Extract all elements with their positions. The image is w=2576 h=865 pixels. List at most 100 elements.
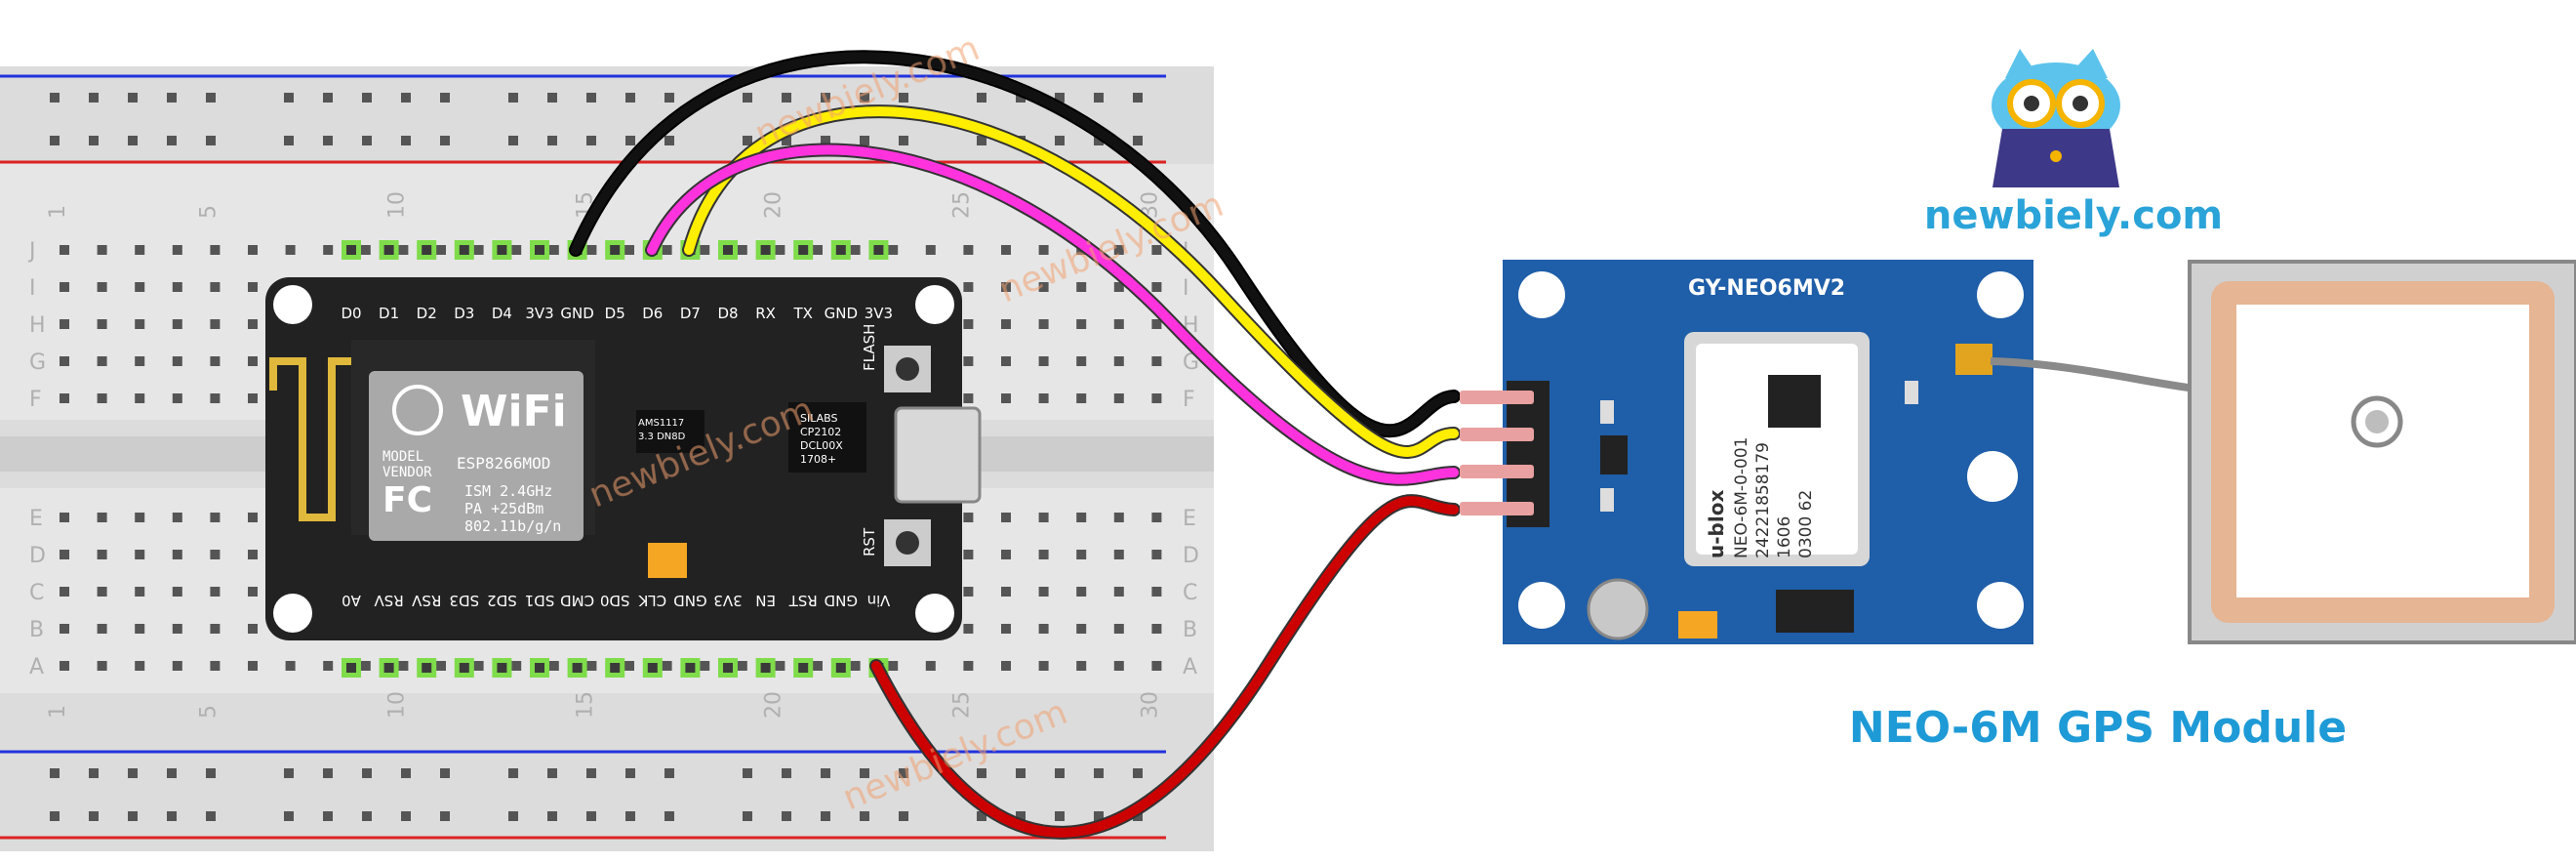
breadboard-hole xyxy=(1001,245,1011,255)
wires xyxy=(569,50,1461,840)
breadboard-hole xyxy=(1055,811,1065,821)
row-letter: I xyxy=(29,276,36,301)
breadboard-hole xyxy=(1113,393,1124,403)
breadboard-hole xyxy=(1113,319,1124,329)
breadboard-hole xyxy=(248,550,258,559)
row-letter: B xyxy=(1183,618,1197,642)
breadboard-hole xyxy=(210,624,221,634)
breadboard-hole xyxy=(248,245,258,255)
breadboard-hole xyxy=(172,319,182,329)
breadboard-hole xyxy=(1113,282,1124,292)
breadboard-hole xyxy=(401,136,411,145)
breadboard-hole xyxy=(206,93,216,103)
breadboard-hole xyxy=(128,93,138,103)
breadboard-hole xyxy=(1151,661,1162,671)
esp-pin-label: RX xyxy=(755,305,776,322)
breadboard-hole xyxy=(899,136,908,145)
breadboard-hole xyxy=(1038,550,1049,559)
breadboard-hole xyxy=(248,319,258,329)
breadboard-hole xyxy=(508,811,518,821)
breadboard-hole xyxy=(1038,245,1049,255)
breadboard-hole xyxy=(1016,811,1026,821)
battery xyxy=(1678,611,1717,638)
breadboard-hole xyxy=(210,319,221,329)
breadboard-hole xyxy=(821,136,830,145)
breadboard-hole xyxy=(1055,136,1065,145)
header-pin xyxy=(1460,502,1534,515)
breadboard-hole xyxy=(586,93,596,103)
breadboard-hole xyxy=(97,282,107,292)
esp-pin-label: D0 xyxy=(341,305,361,322)
row-letter: A xyxy=(29,655,44,680)
breadboard-hole xyxy=(440,93,450,103)
breadboard-hole xyxy=(360,245,371,255)
breadboard-hole xyxy=(813,245,823,255)
breadboard-hole xyxy=(210,661,221,671)
breadboard-hole xyxy=(963,319,974,329)
breadboard-hole xyxy=(963,624,974,634)
esp-pin-label: CLK xyxy=(637,592,666,609)
owl-laptop-icon xyxy=(1992,49,2120,187)
breadboard-hole xyxy=(135,550,145,559)
breadboard-hole xyxy=(172,587,182,597)
breadboard-hole xyxy=(1113,661,1124,671)
esp-pin-label: D2 xyxy=(417,305,437,322)
column-number: 10 xyxy=(384,691,409,719)
breadboard-hole xyxy=(625,136,635,145)
breadboard-hole xyxy=(1076,550,1087,559)
svg-text:24221858179: 24221858179 xyxy=(1753,442,1773,558)
esp-pin-label: D4 xyxy=(492,305,512,322)
breadboard-hole xyxy=(977,93,986,103)
breadboard-hole xyxy=(664,136,674,145)
breadboard-hole xyxy=(548,245,559,255)
column-number: 25 xyxy=(949,691,974,719)
svg-text:CP2102: CP2102 xyxy=(800,426,841,438)
breadboard-hole xyxy=(362,136,372,145)
esp-pin-label: CMD xyxy=(560,592,594,609)
breadboard-hole xyxy=(398,245,409,255)
breadboard-hole xyxy=(1151,282,1162,292)
column-number: 25 xyxy=(949,191,974,219)
breadboard-hole xyxy=(1113,245,1124,255)
column-number: 30 xyxy=(1138,691,1162,719)
breadboard-hole xyxy=(1076,587,1087,597)
wire-vcc-fill xyxy=(871,496,1459,838)
breadboard-hole xyxy=(248,587,258,597)
breadboard-hole xyxy=(1001,513,1011,522)
svg-text:FLASH: FLASH xyxy=(861,324,878,371)
row-letter: F xyxy=(1183,388,1195,412)
breadboard-hole xyxy=(700,245,710,255)
row-letter: E xyxy=(29,507,43,531)
breadboard-hole xyxy=(206,768,216,778)
esp-pin-label: RSV xyxy=(374,592,404,609)
breadboard-hole xyxy=(1076,393,1087,403)
breadboard-hole xyxy=(850,245,861,255)
breadboard-hole xyxy=(1038,513,1049,522)
breadboard-hole xyxy=(172,393,182,403)
breadboard-hole xyxy=(135,245,145,255)
esp-pin-label: D8 xyxy=(717,305,738,322)
esp-pin-label: RST xyxy=(788,592,818,609)
breadboard-hole xyxy=(1001,393,1011,403)
capacitor xyxy=(648,543,687,578)
breadboard-hole xyxy=(925,245,936,255)
esp-pin-label: SD2 xyxy=(487,592,517,609)
row-letter: J xyxy=(27,239,36,264)
antenna-cable xyxy=(1990,357,2196,392)
esp-pin-label: D7 xyxy=(680,305,701,322)
breadboard-hole xyxy=(172,624,182,634)
breadboard-hole xyxy=(743,811,752,821)
breadboard-hole xyxy=(167,93,177,103)
breadboard-hole xyxy=(172,513,182,522)
breadboard-hole xyxy=(963,393,974,403)
row-letter: C xyxy=(1183,581,1197,605)
breadboard-hole xyxy=(398,661,409,671)
wifi-logo: WiFi xyxy=(461,387,567,436)
breadboard-hole xyxy=(1151,356,1162,366)
wire-tx-fill xyxy=(684,106,1459,457)
breadboard-hole xyxy=(50,768,60,778)
breadboard-hole xyxy=(323,811,333,821)
breadboard-hole xyxy=(1151,587,1162,597)
breadboard-hole xyxy=(586,811,596,821)
breadboard-hole xyxy=(323,661,334,671)
